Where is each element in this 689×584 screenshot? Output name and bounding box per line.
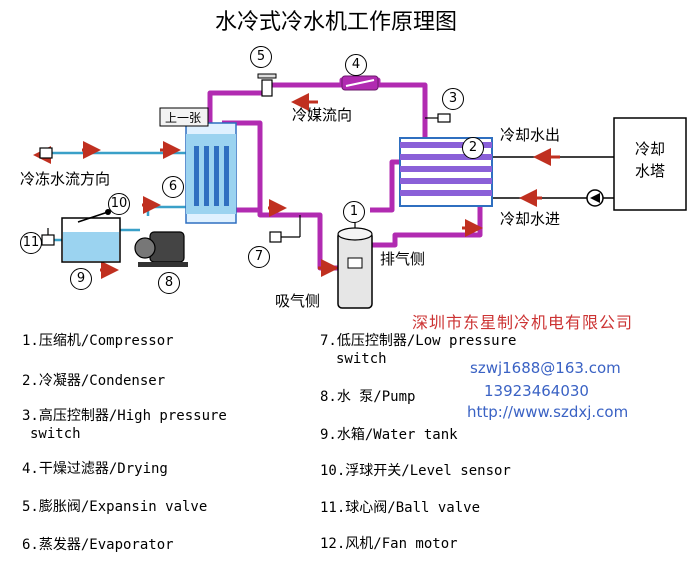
legend-item-3: 3.高压控制器/High pressure [22,408,227,424]
high-pressure-switch [425,113,451,123]
legend-item-4: 4.干燥过滤器/Drying [22,461,168,477]
marker-4: 4 [345,54,367,76]
refrigerant-flow-label: 冷媒流向 [292,106,353,124]
expansion-valve [257,73,277,97]
marker-6: 6 [162,176,184,198]
cooling-pump-icon [586,189,604,207]
legend-item-12: 12.风机/Fan motor [320,536,458,552]
discharge-side-label: 排气侧 [380,250,426,268]
legend-item-6: 6.蒸发器/Evaporator [22,537,174,553]
drying-filter [341,75,379,91]
company-name: 深圳市东星制冷机电有限公司 [412,313,634,332]
water-tank [61,209,121,263]
marker-2: 2 [462,137,484,159]
legend-item-1: 1.压缩机/Compressor [22,333,174,349]
ball-valve [41,228,55,246]
legend-item-10: 10.浮球开关/Level sensor [320,463,511,479]
marker-7: 7 [248,246,270,268]
contact-url[interactable]: http://www.szdxj.com [467,403,629,421]
cooling-tower-label: 冷却水塔 [634,140,665,180]
low-pressure-switch [269,215,301,243]
marker-8: 8 [158,272,180,294]
legend-item-2: 2.冷凝器/Condenser [22,373,166,389]
chilled-water-flow-label: 冷冻水流方向 [20,170,111,188]
cooling-tower [613,117,687,211]
marker-10: 10 [108,193,130,215]
legend-item-9: 9.水箱/Water tank [320,427,458,443]
legend-item-7-cont: switch [336,351,387,367]
chilled-water-valve [39,147,53,159]
marker-1: 1 [343,201,365,223]
cooling-water-in-label: 冷却水进 [500,210,561,228]
contact-email[interactable]: szwj1688@163.com [470,359,621,377]
diagram-title: 水冷式冷水机工作原理图 [215,10,458,35]
suction-side-label: 吸气侧 [275,292,321,310]
tag-label[interactable]: 上一张 [165,111,202,125]
marker-5: 5 [250,46,272,68]
marker-11: 11 [20,232,42,254]
evaporator [185,122,237,224]
marker-9: 9 [70,268,92,290]
legend-item-11: 11.球心阀/Ball valve [320,500,481,516]
tag-box [159,107,209,127]
legend-item-5: 5.膨胀阀/Expansin valve [22,499,208,515]
marker-3: 3 [442,88,464,110]
contact-phone: 13923464030 [484,382,589,400]
schematic [33,73,687,309]
cooling-water-out-label: 冷却水出 [500,126,561,144]
legend-item-8: 8.水 泵/Pump [320,389,416,405]
compressor [337,210,373,309]
flow-arrows [33,93,560,279]
legend-item-3-cont: switch [30,426,81,442]
legend-item-7: 7.低压控制器/Low pressure [320,333,517,349]
water-pump [134,231,188,267]
